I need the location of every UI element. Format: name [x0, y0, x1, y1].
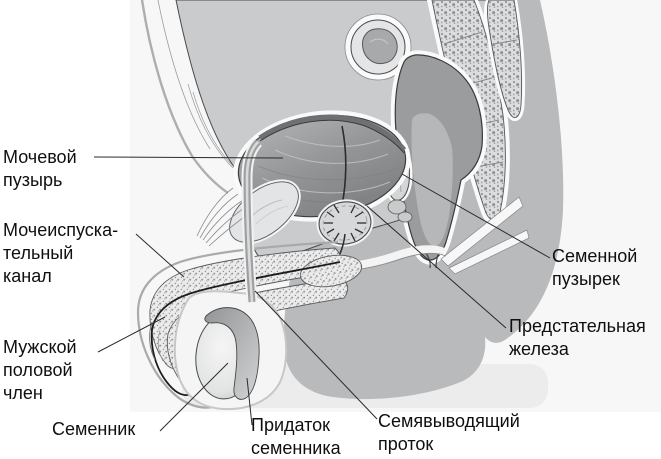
rectum	[390, 50, 487, 269]
leader-epididymis	[246, 377, 253, 426]
leader-vas-deferens	[254, 290, 378, 420]
fascia-line	[187, 83, 234, 169]
label-testis: Семенник	[52, 419, 136, 439]
label-urethra: Мочеиспуска- тельный канал	[3, 220, 119, 286]
leader-bladder	[93, 156, 284, 159]
leader-urethra	[135, 233, 185, 278]
prostate-gland	[316, 199, 374, 259]
intestine-section	[344, 13, 412, 81]
leader-lines	[93, 156, 551, 432]
fascia-line	[192, 91, 238, 171]
spermatic-cord	[241, 138, 263, 303]
leader-seminal-vesicle	[401, 173, 551, 259]
pelvic-floor-band	[440, 196, 524, 267]
label-vas-deferens: Семявыводящий проток	[378, 411, 520, 454]
leader-testis	[159, 362, 229, 432]
iliac-bone	[484, 0, 526, 121]
urethra-line	[150, 261, 341, 396]
leader-penis	[97, 316, 166, 353]
pelvic-floor-band	[448, 229, 530, 275]
spongiosum-bulb	[299, 254, 363, 288]
skin-contour-line	[140, 0, 229, 194]
label-prostate: Предстательная железа	[509, 316, 646, 359]
label-seminal-vesicle: Семенной пузырек	[552, 246, 638, 289]
vas-deferens-edge	[259, 119, 405, 154]
epididymis	[204, 307, 260, 400]
vas-deferens-arch	[258, 114, 407, 152]
label-bladder: Мочевой пузырь	[3, 147, 77, 190]
abdominal-wall-line	[157, 0, 211, 150]
label-epididymis: Придаток семенника	[251, 415, 341, 458]
label-penis: Мужской половой член	[3, 337, 77, 403]
leader-prostate	[366, 205, 507, 329]
